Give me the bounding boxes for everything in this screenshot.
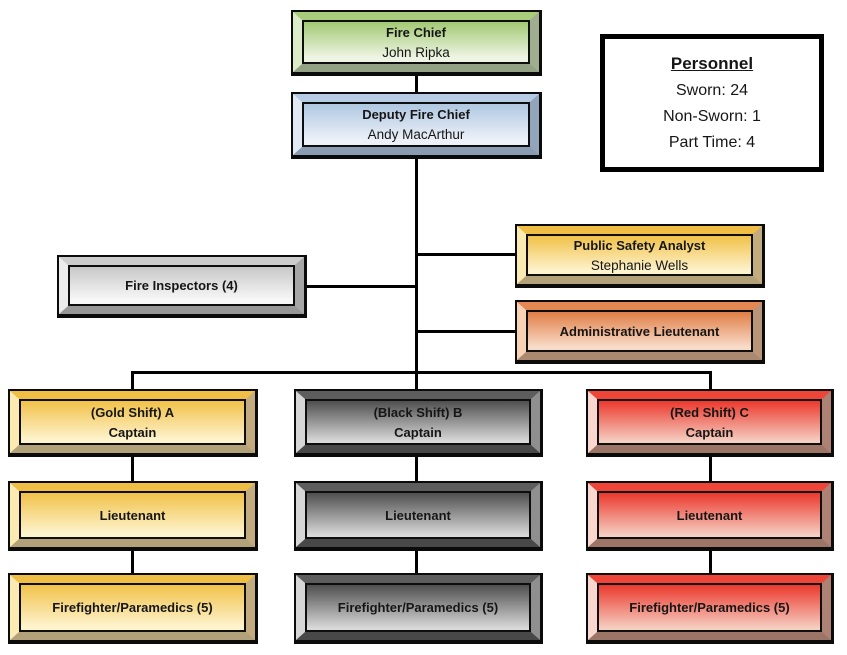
node-title: Firefighter/Paramedics (5) (52, 600, 213, 615)
connector-red-captain-to-lieutenant (709, 456, 712, 482)
node-black-shift-lieutenant: Lieutenant (294, 481, 543, 551)
node-title: Firefighter/Paramedics (5) (337, 600, 499, 615)
connector-red-lieutenant-to-firefighters (709, 550, 712, 574)
box-bevel-frame: Lieutenant (588, 483, 831, 547)
node-black-shift-firefighters: Firefighter/Paramedics (5) (294, 573, 543, 644)
node-title: (Black Shift) B (373, 404, 463, 420)
node-title: Lieutenant (676, 507, 743, 523)
node-title: Lieutenant (99, 507, 166, 523)
connector-shift-rail (131, 371, 712, 374)
node-red-shift-lieutenant: Lieutenant (586, 481, 834, 551)
connector-rail-to-red-captain (709, 371, 712, 390)
personnel-non-sworn-count: Non-Sworn: 1 (663, 108, 761, 125)
node-fire-chief: Fire Chief John Ripka (291, 10, 542, 76)
node-black-shift-captain: (Black Shift) B Captain (294, 389, 543, 457)
node-gold-shift-lieutenant: Lieutenant (8, 481, 258, 551)
node-red-shift-captain: (Red Shift) C Captain (586, 389, 834, 457)
node-title: Deputy Fire Chief (362, 107, 470, 122)
node-title: Public Safety Analyst (573, 237, 706, 253)
node-gold-shift-captain: (Gold Shift) A Captain (8, 389, 258, 457)
box-bevel-frame: Lieutenant (10, 483, 255, 547)
connector-to-fire-inspectors (304, 285, 417, 288)
node-title: Fire Chief (386, 24, 446, 40)
box-bevel-frame: (Black Shift) B Captain (296, 391, 540, 453)
box-bevel-frame: Firefighter/Paramedics (5) (588, 575, 831, 640)
box-bevel-frame: Public Safety Analyst Stephanie Wells (517, 226, 762, 284)
connector-gold-lieutenant-to-firefighters (131, 550, 134, 574)
box-bevel-frame: (Gold Shift) A Captain (10, 391, 255, 453)
node-rank: Captain (108, 424, 157, 440)
node-rank: Captain (394, 424, 442, 440)
personnel-title: Personnel (670, 54, 754, 73)
box-bevel-frame: (Red Shift) C Captain (588, 391, 831, 453)
node-person-name: Stephanie Wells (590, 257, 689, 273)
node-public-safety-analyst: Public Safety Analyst Stephanie Wells (515, 224, 765, 288)
node-deputy-fire-chief: Deputy Fire Chief Andy MacArthur (291, 92, 542, 159)
node-administrative-lieutenant: Administrative Lieutenant (515, 300, 765, 364)
connector-trunk (415, 157, 418, 390)
node-title: (Gold Shift) A (90, 404, 175, 420)
node-title: Administrative Lieutenant (559, 323, 720, 339)
connector-black-lieutenant-to-firefighters (415, 550, 418, 574)
connector-to-administrative-lieutenant (415, 330, 517, 333)
connector-to-public-safety-analyst (415, 253, 517, 256)
box-bevel-frame: Fire Inspectors (4) (59, 257, 304, 314)
node-red-shift-firefighters: Firefighter/Paramedics (5) (586, 573, 834, 644)
node-title: Firefighter/Paramedics (5) (629, 600, 790, 615)
node-title: (Red Shift) C (670, 404, 749, 420)
node-person-name: John Ripka (382, 44, 450, 60)
personnel-panel: Personnel Sworn: 24 Non-Sworn: 1 Part Ti… (600, 34, 824, 172)
personnel-sworn-count: Sworn: 24 (675, 82, 749, 99)
node-title: Lieutenant (385, 507, 451, 523)
connector-rail-to-gold-captain (131, 371, 134, 390)
box-bevel-frame: Firefighter/Paramedics (5) (296, 575, 540, 640)
box-bevel-frame: Firefighter/Paramedics (5) (10, 575, 255, 640)
box-bevel-frame: Fire Chief John Ripka (293, 12, 539, 72)
node-rank: Captain (685, 424, 734, 440)
box-bevel-frame: Lieutenant (296, 483, 540, 547)
personnel-part-time-count: Part Time: 4 (668, 134, 756, 151)
box-bevel-frame: Administrative Lieutenant (517, 302, 762, 360)
node-title: Fire Inspectors (4) (125, 278, 238, 293)
box-bevel-frame: Deputy Fire Chief Andy MacArthur (293, 94, 539, 155)
connector-black-captain-to-lieutenant (415, 456, 418, 482)
node-person-name: Andy MacArthur (367, 127, 465, 142)
connector-chief-to-deputy (415, 74, 418, 94)
node-gold-shift-firefighters: Firefighter/Paramedics (5) (8, 573, 258, 644)
node-fire-inspectors: Fire Inspectors (4) (57, 255, 307, 318)
connector-gold-captain-to-lieutenant (131, 456, 134, 482)
